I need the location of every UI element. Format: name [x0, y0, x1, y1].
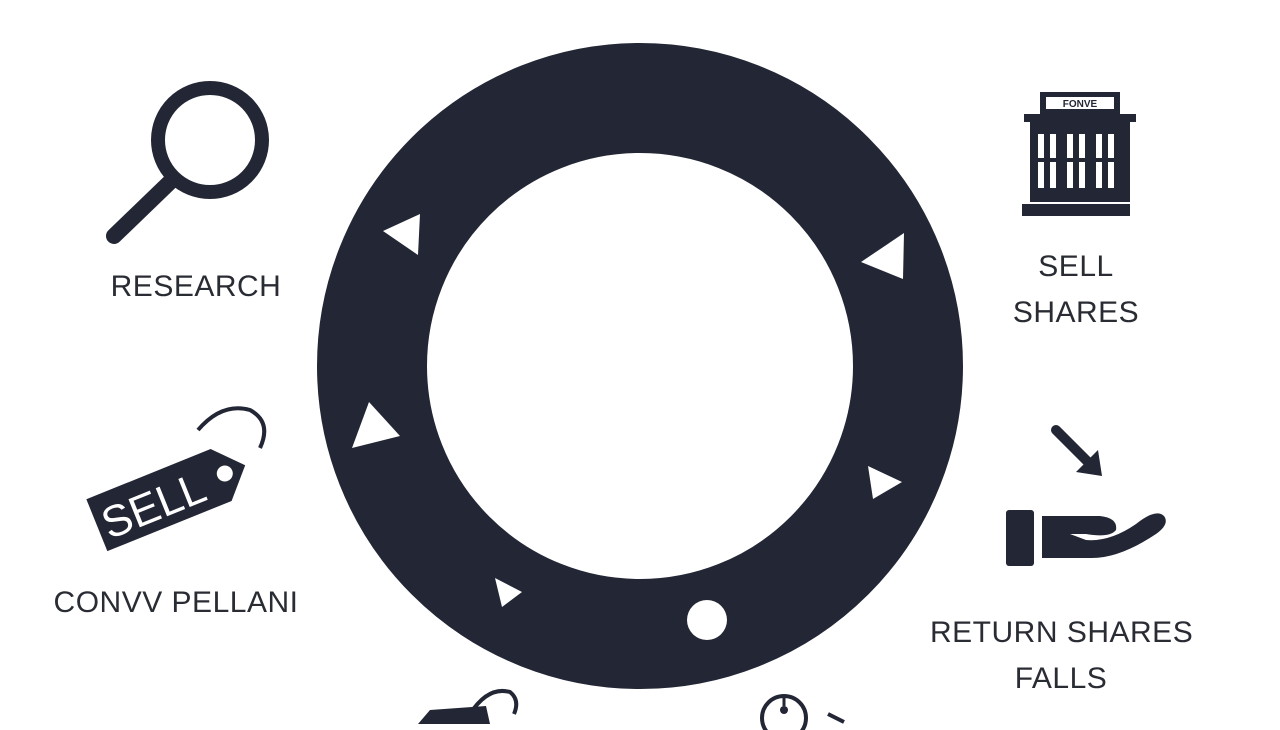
price-tag-icon: SELL [86, 406, 267, 552]
step-label-research: RESEARCH [110, 270, 282, 303]
magnifying-glass-icon [106, 81, 269, 244]
ring-arrow-bottom-left [495, 578, 522, 607]
ring-dot-marker [687, 600, 727, 640]
step-label-conv-pellani: CONVV PELLANI [53, 586, 299, 619]
ring-band [317, 43, 963, 689]
building-icon: FONVE [1022, 92, 1136, 216]
ring-arrow-top-left [383, 214, 420, 255]
down-arrow-icon [1051, 425, 1097, 471]
ring-arrow-left [352, 402, 400, 448]
step-label-sell-shares-line1: SELL [1038, 250, 1114, 283]
ring-arrow-top-right [861, 233, 904, 279]
building-sign-text: FONVE [1063, 99, 1098, 110]
ring-arrow-right [868, 466, 902, 499]
step-label-sell-shares-line2: SHARES [1012, 296, 1140, 329]
partial-clock-icon [760, 694, 845, 730]
step-label-return-shares-line1: RETURN SHARES [930, 616, 1194, 649]
hand-receive-icon [1006, 425, 1166, 566]
step-label-return-shares-line2: FALLS [1014, 662, 1108, 695]
partial-tag-icon [418, 689, 519, 724]
